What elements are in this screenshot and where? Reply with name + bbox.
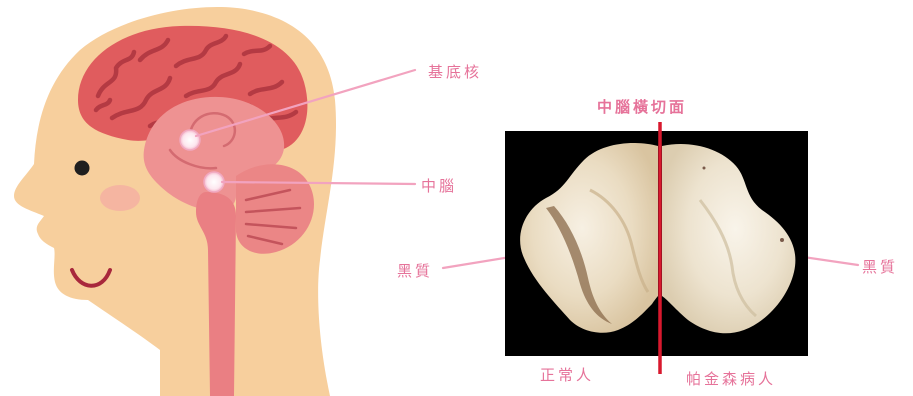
tissue-speck (703, 167, 706, 170)
label-basal-ganglia: 基底核 (428, 61, 482, 82)
label-parkinson-patient: 帕金森病人 (686, 368, 776, 389)
label-midbrain: 中腦 (421, 175, 457, 196)
midbrain-cross-section-photo (505, 131, 808, 356)
label-midbrain-cross-section: 中腦橫切面 (597, 96, 687, 117)
eye (75, 161, 90, 176)
cheek (100, 185, 140, 211)
label-normal-person: 正常人 (540, 364, 594, 385)
head-illustration (14, 7, 336, 396)
basal-ganglia-marker (180, 130, 200, 150)
tissue-speck (780, 238, 784, 242)
label-substantia-nigra-left: 黑質 (397, 260, 433, 281)
label-substantia-nigra-right: 黑質 (862, 256, 898, 277)
